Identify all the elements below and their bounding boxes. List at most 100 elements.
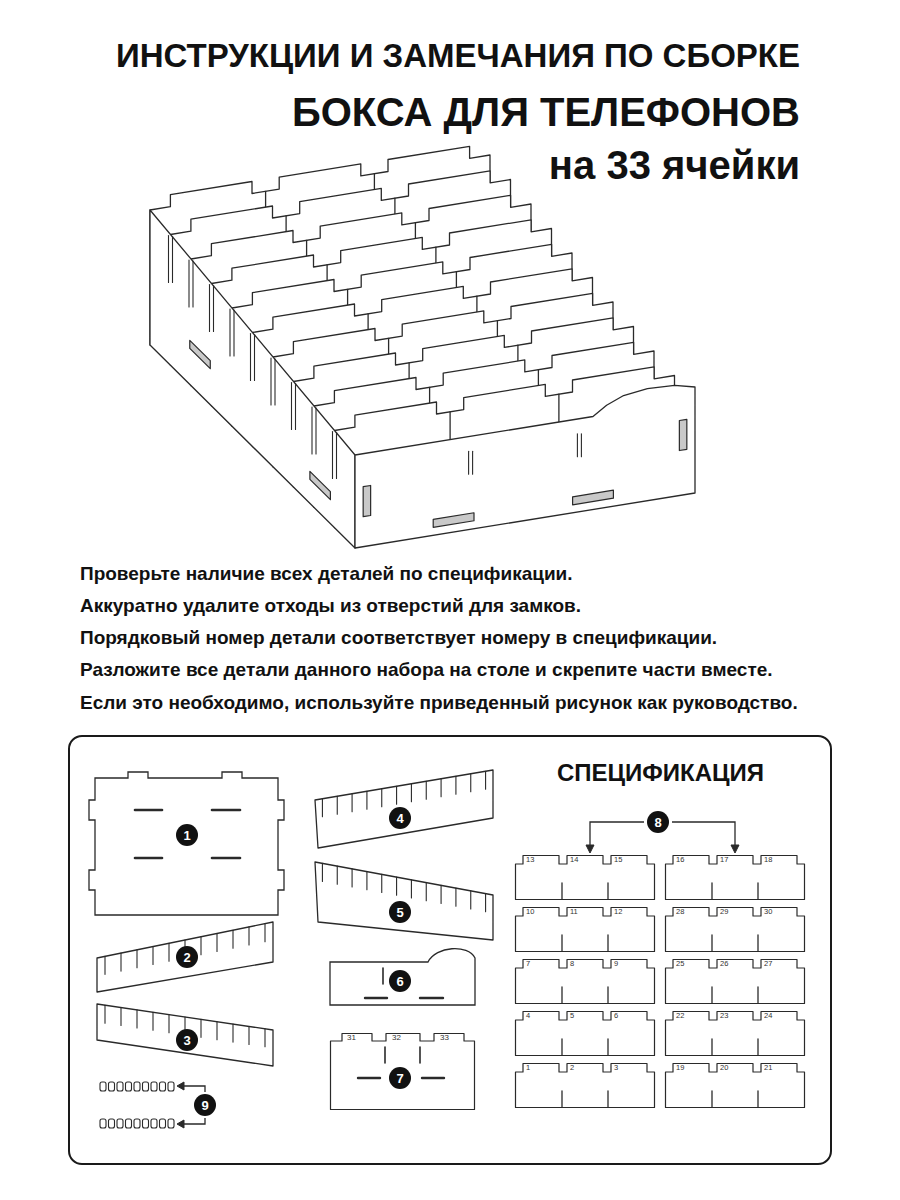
plate-slot xyxy=(757,883,758,899)
plate-outline xyxy=(665,959,805,1004)
plate-slot xyxy=(757,1039,758,1055)
lock-clip xyxy=(100,1119,106,1128)
part-number: 8 xyxy=(570,959,574,969)
comb-slot xyxy=(200,937,201,955)
wall-slot xyxy=(213,286,214,332)
plate-slot xyxy=(358,1077,380,1079)
lock-slot xyxy=(212,809,240,812)
part-number: 7 xyxy=(526,959,530,969)
part-number: 23 xyxy=(720,1011,728,1021)
part-number: 24 xyxy=(764,1011,772,1021)
callout-number: 7 xyxy=(396,1072,403,1085)
part-plate: 3132337 xyxy=(330,1033,475,1110)
comb-slot xyxy=(248,927,249,945)
comb-slot xyxy=(381,874,382,892)
part-plate: 222324 xyxy=(665,1011,805,1056)
lock-slot xyxy=(135,857,162,860)
comb-slot xyxy=(470,774,471,792)
plate-slot xyxy=(422,1077,444,1079)
plate-outline xyxy=(515,1063,655,1108)
part-number: 20 xyxy=(720,1063,728,1073)
wall-slot xyxy=(315,408,316,454)
leader-line xyxy=(183,1086,205,1092)
plate-shape xyxy=(331,1034,475,1110)
comb-slot xyxy=(168,943,169,961)
comb-slot xyxy=(248,1026,249,1044)
plate-outline xyxy=(515,1011,655,1056)
part-number: 4 xyxy=(526,1011,530,1021)
plate-slot xyxy=(711,883,712,899)
part-plate: 282930 xyxy=(665,907,805,952)
plate-slot xyxy=(419,1047,421,1063)
comb-slot xyxy=(352,869,353,887)
plate-shape xyxy=(516,908,655,952)
wall-slot xyxy=(291,383,292,430)
comb-slot xyxy=(216,1022,217,1040)
comb-slot xyxy=(264,924,265,942)
comb-slot xyxy=(337,866,338,884)
lock-slot xyxy=(420,997,443,999)
side-wall xyxy=(150,210,355,548)
lock-clip xyxy=(433,513,474,528)
comb-slot xyxy=(264,1029,265,1047)
plate-shape xyxy=(516,960,655,1004)
part-number: 29 xyxy=(720,907,728,917)
panel-heading: СПЕЦИФИКАЦИЯ xyxy=(557,759,764,787)
lock-clip xyxy=(100,1082,106,1091)
instruction-line: Разложите все детали данного набора на с… xyxy=(80,659,773,681)
instruction-line: Если это необходимо, используйте приведе… xyxy=(80,692,798,714)
comb-slot xyxy=(120,1008,121,1026)
lock-clip xyxy=(117,1082,123,1091)
part-plate: 161718 xyxy=(665,855,805,900)
wall-slot xyxy=(270,358,271,405)
wall-slot xyxy=(254,335,255,381)
callout-number: 9 xyxy=(201,1099,208,1112)
plate-shape xyxy=(666,1064,805,1108)
part-number: 2 xyxy=(570,1063,574,1073)
part-number: 12 xyxy=(614,907,622,917)
plate-outline xyxy=(515,855,655,900)
part-number: 15 xyxy=(614,855,622,865)
plate-shape xyxy=(666,1012,805,1056)
comb-slot xyxy=(232,930,233,948)
page-title: ИНСТРУКЦИИ И ЗАМЕЧАНИЯ ПО СБОРКЕ xyxy=(116,37,800,75)
instruction-line: Аккуратно удалите отходы из отверстий дл… xyxy=(80,595,581,617)
plate-slot xyxy=(711,1091,712,1107)
comb-slot xyxy=(441,885,442,903)
comb-slot xyxy=(120,953,121,971)
comb-slot xyxy=(396,877,397,895)
callout-badge: 1 xyxy=(176,824,198,846)
plate-shape xyxy=(666,908,805,952)
plate-slot xyxy=(561,935,562,951)
arrow-head xyxy=(586,845,594,853)
part-number: 6 xyxy=(614,1011,618,1021)
page-subtitle: БОКСА ДЛЯ ТЕЛЕФОНОВ xyxy=(292,89,800,135)
lock-clip xyxy=(126,1119,132,1128)
part-plate: 123 xyxy=(515,1063,655,1108)
plate-slot xyxy=(607,883,608,899)
lock-clip xyxy=(151,1082,157,1091)
callout-number: 2 xyxy=(183,951,190,964)
callout-badge: 9 xyxy=(194,1094,216,1116)
plate-outline xyxy=(665,907,805,952)
wall-slot xyxy=(332,432,333,479)
lock-slot xyxy=(212,857,240,860)
comb-slot xyxy=(411,880,412,898)
plate-slot xyxy=(607,987,608,1003)
part-plate: 101112 xyxy=(515,907,655,952)
lock-clip xyxy=(160,1082,166,1091)
base-plate xyxy=(89,772,284,915)
front-plate xyxy=(330,949,475,1005)
lock-clip xyxy=(134,1119,140,1128)
plate-slot xyxy=(757,1091,758,1107)
wall-slot xyxy=(192,261,193,307)
plate-shape xyxy=(516,1064,655,1108)
lock-slot xyxy=(135,809,162,812)
part-number: 17 xyxy=(720,855,728,865)
comb-slot xyxy=(470,891,471,909)
plate-outline xyxy=(515,907,655,952)
lock-clip xyxy=(679,419,686,450)
plate-shape xyxy=(516,856,655,900)
part-plate: 456 xyxy=(515,1011,655,1056)
leader-line xyxy=(590,822,644,846)
